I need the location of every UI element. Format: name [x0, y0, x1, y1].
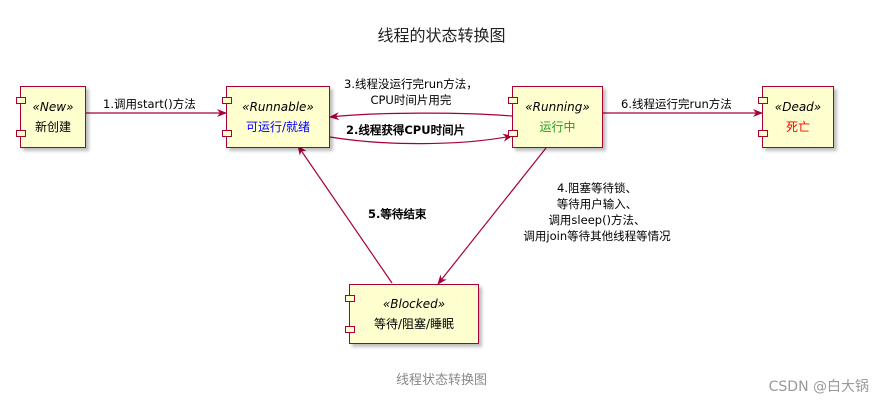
state-running-label: 运行中 — [539, 119, 576, 134]
figure-caption: 线程状态转换图 — [395, 373, 487, 388]
arrow-runnable-to-running — [329, 133, 513, 145]
state-runnable-label: 可运行/就绪 — [245, 119, 311, 134]
state-dead-label: 死亡 — [785, 119, 810, 134]
arrow-running-to-runnable — [329, 112, 513, 121]
state-new-label: 新创建 — [34, 119, 71, 134]
state-dead-stereotype: «Dead» — [774, 99, 822, 114]
state-dead: «Dead» 死亡 — [758, 86, 834, 148]
edge-label-6: 6.线程运行完run方法 — [621, 97, 732, 111]
edge-label-1: 1.调用start()方法 — [103, 97, 196, 111]
state-blocked-label: 等待/阻塞/睡眠 — [373, 316, 455, 331]
edge-label-3: 3.线程没运行完run方法， CPU时间片用完 — [344, 77, 478, 107]
state-new: «New» 新创建 — [16, 86, 86, 148]
state-blocked: «Blocked» 等待/阻塞/睡眠 — [345, 284, 479, 344]
watermark: CSDN @白大锅 — [768, 379, 869, 395]
state-blocked-stereotype: «Blocked» — [382, 296, 446, 311]
arrow-blocked-to-runnable — [297, 145, 393, 284]
state-runnable-stereotype: «Runnable» — [242, 99, 314, 114]
state-runnable: «Runnable» 可运行/就绪 — [222, 86, 330, 148]
state-running-stereotype: «Running» — [525, 99, 590, 114]
edge-label-4: 4.阻塞等待锁、 等待用户输入、 调用sleep()方法、 调用join等待其他… — [523, 181, 671, 243]
arrow-running-to-blocked — [437, 147, 547, 285]
edge-label-5: 5.等待结束 — [368, 207, 427, 221]
state-new-stereotype: «New» — [32, 99, 74, 114]
diagram-title: 线程的状态转换图 — [377, 26, 506, 45]
state-running: «Running» 运行中 — [508, 86, 603, 148]
edge-label-2: 2.线程获得CPU时间片 — [346, 123, 466, 137]
